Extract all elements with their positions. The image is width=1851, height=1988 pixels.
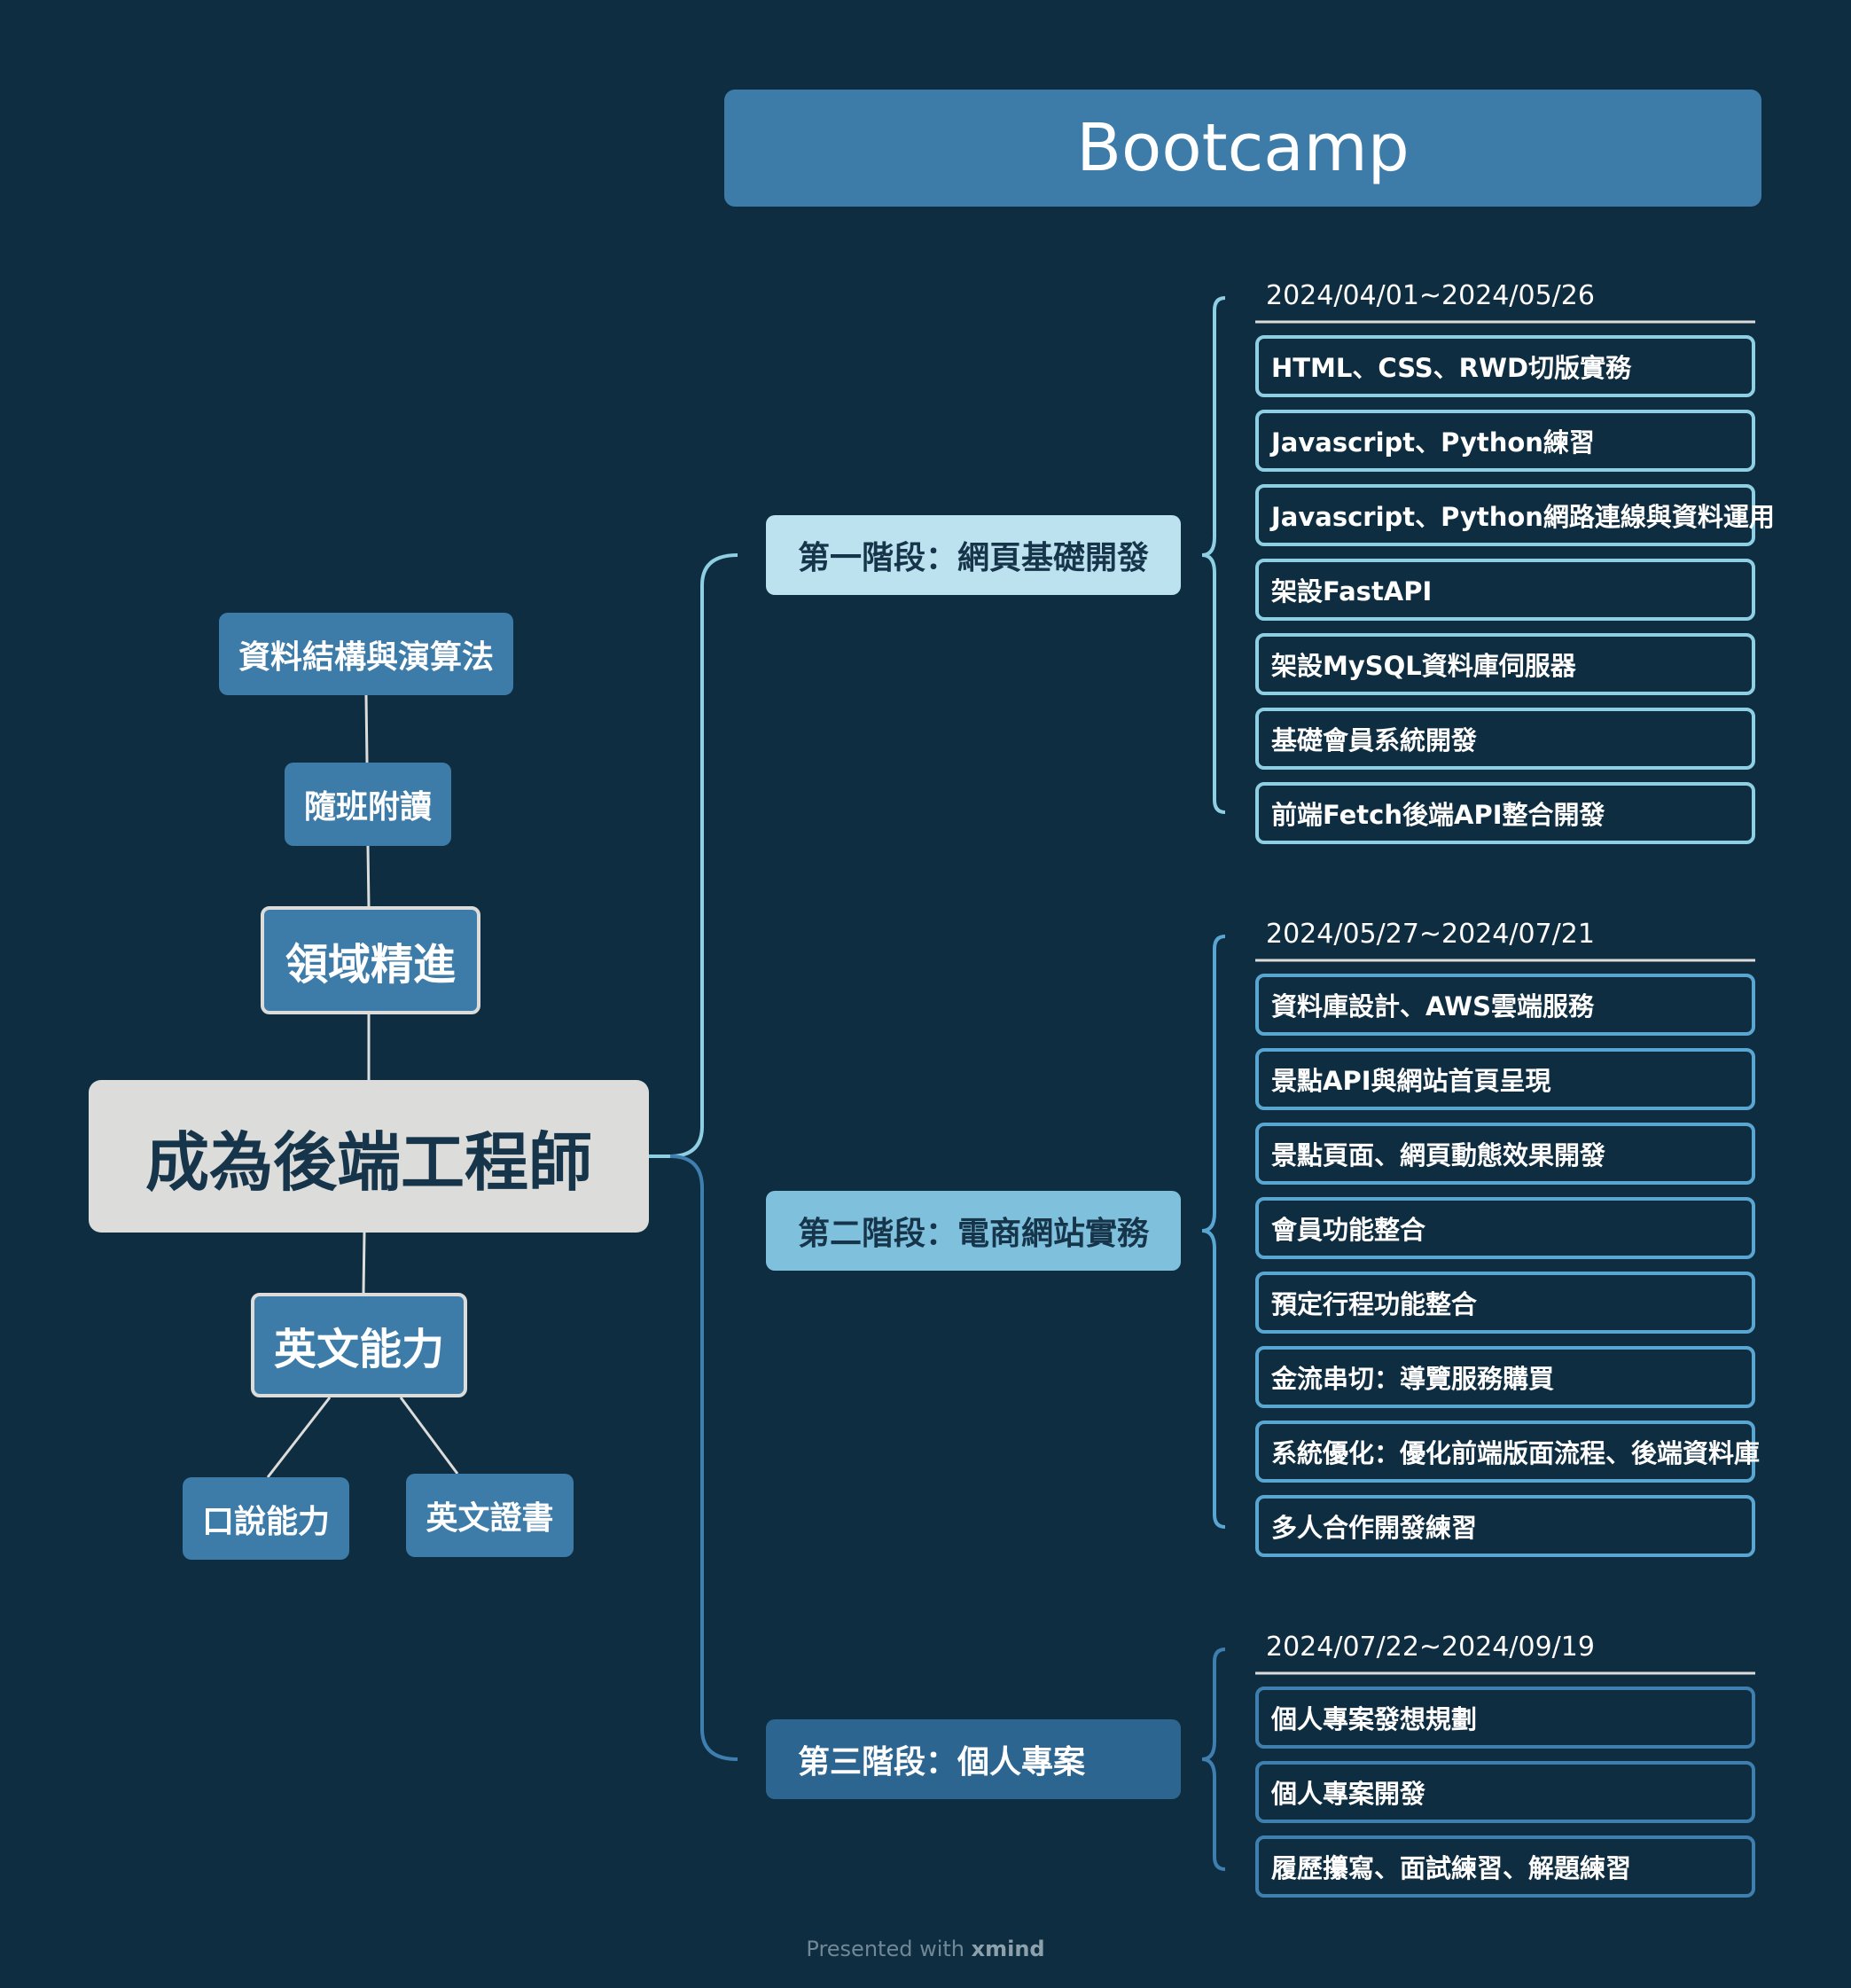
topic-reading[interactable]: 隨班附讀 <box>285 763 451 846</box>
connector-reading-to-algo <box>364 694 369 763</box>
stage-3-item[interactable]: 履歷攥寫、面試練習、解題練習 <box>1255 1835 1755 1898</box>
brace-stage3 <box>1201 1648 1226 1871</box>
stage-2-item[interactable]: 資料庫設計、AWS雲端服務 <box>1255 974 1755 1036</box>
central-topic[interactable]: 成為後端工程師 <box>89 1080 649 1233</box>
topic-algorithms[interactable]: 資料結構與演算法 <box>219 613 513 695</box>
stage-1-item[interactable]: 架設MySQL資料庫伺服器 <box>1255 633 1755 695</box>
stage-2-item[interactable]: 系統優化：優化前端版面流程、後端資料庫 <box>1255 1421 1760 1483</box>
stage-2-item[interactable]: 會員功能整合 <box>1255 1197 1755 1259</box>
stage-2-dates: 2024/05/27~2024/07/21 <box>1266 919 1595 950</box>
connector-domain-to-reading <box>366 845 371 907</box>
connector-root-to-stage1 <box>669 553 738 1158</box>
stage-1-item[interactable]: 基礎會員系統開發 <box>1255 708 1755 770</box>
stage-2-item[interactable]: 金流串切：導覽服務購買 <box>1255 1346 1755 1408</box>
stage-1-dates: 2024/04/01~2024/05/26 <box>1266 280 1595 311</box>
bootcamp-banner[interactable]: Bootcamp <box>724 90 1761 207</box>
stage-1-item[interactable]: Javascript、Python網路連線與資料運用 <box>1255 484 1775 546</box>
topic-domain-advance[interactable]: 領域精進 <box>261 906 480 1014</box>
footer-prefix: Presented with <box>806 1937 965 1961</box>
stage-1[interactable]: 第一階段：網頁基礎開發 <box>766 515 1181 595</box>
stage-1-item[interactable]: 架設FastAPI <box>1255 559 1755 621</box>
stage-2-item[interactable]: 景點頁面、網頁動態效果開發 <box>1255 1123 1755 1185</box>
stage-1-item[interactable]: 前端Fetch後端API整合開發 <box>1255 782 1755 844</box>
stage-3[interactable]: 第三階段：個人專案 <box>766 1719 1181 1799</box>
stage-2-item[interactable]: 多人合作開發練習 <box>1255 1495 1755 1557</box>
xmind-logo: xmind <box>971 1937 1045 1961</box>
connector-root-to-stage3 <box>700 1188 738 1761</box>
topic-speaking[interactable]: 口說能力 <box>183 1477 349 1560</box>
connector-root-to-stage2 <box>669 1154 705 1233</box>
connector-english-to-speaking <box>266 1397 332 1478</box>
stage-3-item[interactable]: 個人專案發想規劃 <box>1255 1687 1755 1749</box>
stage-2[interactable]: 第二階段：電商網站實務 <box>766 1191 1181 1271</box>
topic-english-cert[interactable]: 英文證書 <box>406 1474 574 1557</box>
stage-2-item[interactable]: 預定行程功能整合 <box>1255 1272 1755 1334</box>
brace-stage2 <box>1201 935 1226 1529</box>
stage-1-item[interactable]: HTML、CSS、RWD切版實務 <box>1255 335 1755 397</box>
topic-english-ability[interactable]: 英文能力 <box>251 1293 467 1397</box>
connector-english-to-cert <box>399 1397 459 1475</box>
connector-root-to-english <box>362 1232 366 1294</box>
stage-3-item[interactable]: 個人專案開發 <box>1255 1761 1755 1823</box>
stage-3-dates: 2024/07/22~2024/09/19 <box>1266 1632 1595 1663</box>
stage-2-item[interactable]: 景點API與網站首頁呈現 <box>1255 1048 1755 1110</box>
stage-1-item[interactable]: Javascript、Python練習 <box>1255 410 1755 472</box>
brace-stage1 <box>1201 296 1226 814</box>
footer-credit: Presented with xmind <box>0 1937 1851 1961</box>
